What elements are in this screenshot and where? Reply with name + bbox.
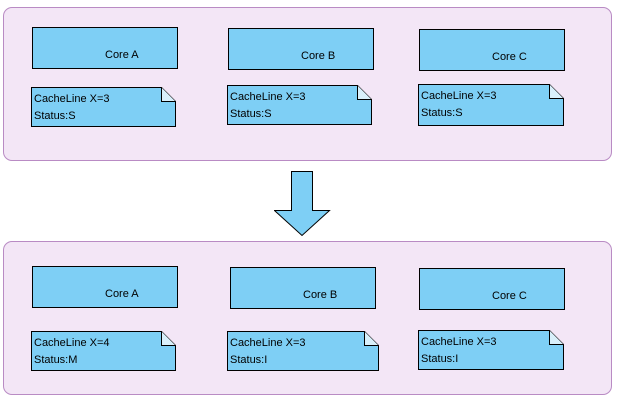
cacheline-status: Status:I: [230, 354, 268, 366]
core-c-box-before: Core C: [419, 29, 565, 71]
cacheline-status: Status:S: [34, 110, 76, 122]
cacheline-note-c-after: CacheLine X=3 Status:I: [418, 330, 564, 370]
core-c-label: Core C: [492, 51, 527, 63]
core-b-box-before: Core B: [228, 28, 374, 70]
cacheline-note-a-after: CacheLine X=4 Status:M: [31, 331, 176, 371]
cacheline-status: Status:I: [421, 353, 459, 365]
core-c-label: Core C: [492, 290, 527, 302]
core-a-box-before: Core A: [32, 27, 178, 69]
cacheline-status: Status:S: [230, 108, 272, 120]
note-shape: [31, 331, 176, 371]
cacheline-value: CacheLine X=3: [421, 336, 497, 348]
cacheline-status: Status:S: [421, 107, 463, 119]
note-shape: [418, 330, 564, 370]
core-b-box-after: Core B: [230, 267, 376, 309]
core-b-label: Core B: [301, 50, 336, 62]
cacheline-value: CacheLine X=4: [34, 337, 110, 349]
down-arrow-icon: [273, 171, 332, 240]
note-shape: [227, 331, 379, 371]
note-shape: [227, 85, 372, 125]
cacheline-note-a-before: CacheLine X=3 Status:S: [31, 87, 176, 127]
core-c-box-after: Core C: [419, 268, 565, 310]
cacheline-note-b-before: CacheLine X=3 Status:S: [227, 85, 372, 125]
core-b-label: Core B: [303, 289, 338, 301]
core-a-label: Core A: [105, 288, 139, 300]
cacheline-value: CacheLine X=3: [34, 93, 110, 105]
cacheline-note-c-before: CacheLine X=3 Status:S: [418, 84, 564, 126]
note-shape: [31, 87, 176, 127]
cacheline-status: Status:M: [34, 354, 78, 366]
core-a-box-after: Core A: [32, 266, 178, 308]
after-state-panel: [3, 241, 612, 395]
cacheline-note-b-after: CacheLine X=3 Status:I: [227, 331, 379, 371]
cacheline-value: CacheLine X=3: [421, 90, 497, 102]
cacheline-value: CacheLine X=3: [230, 337, 306, 349]
note-shape: [418, 84, 564, 126]
cacheline-value: CacheLine X=3: [230, 91, 306, 103]
core-a-label: Core A: [105, 49, 139, 61]
